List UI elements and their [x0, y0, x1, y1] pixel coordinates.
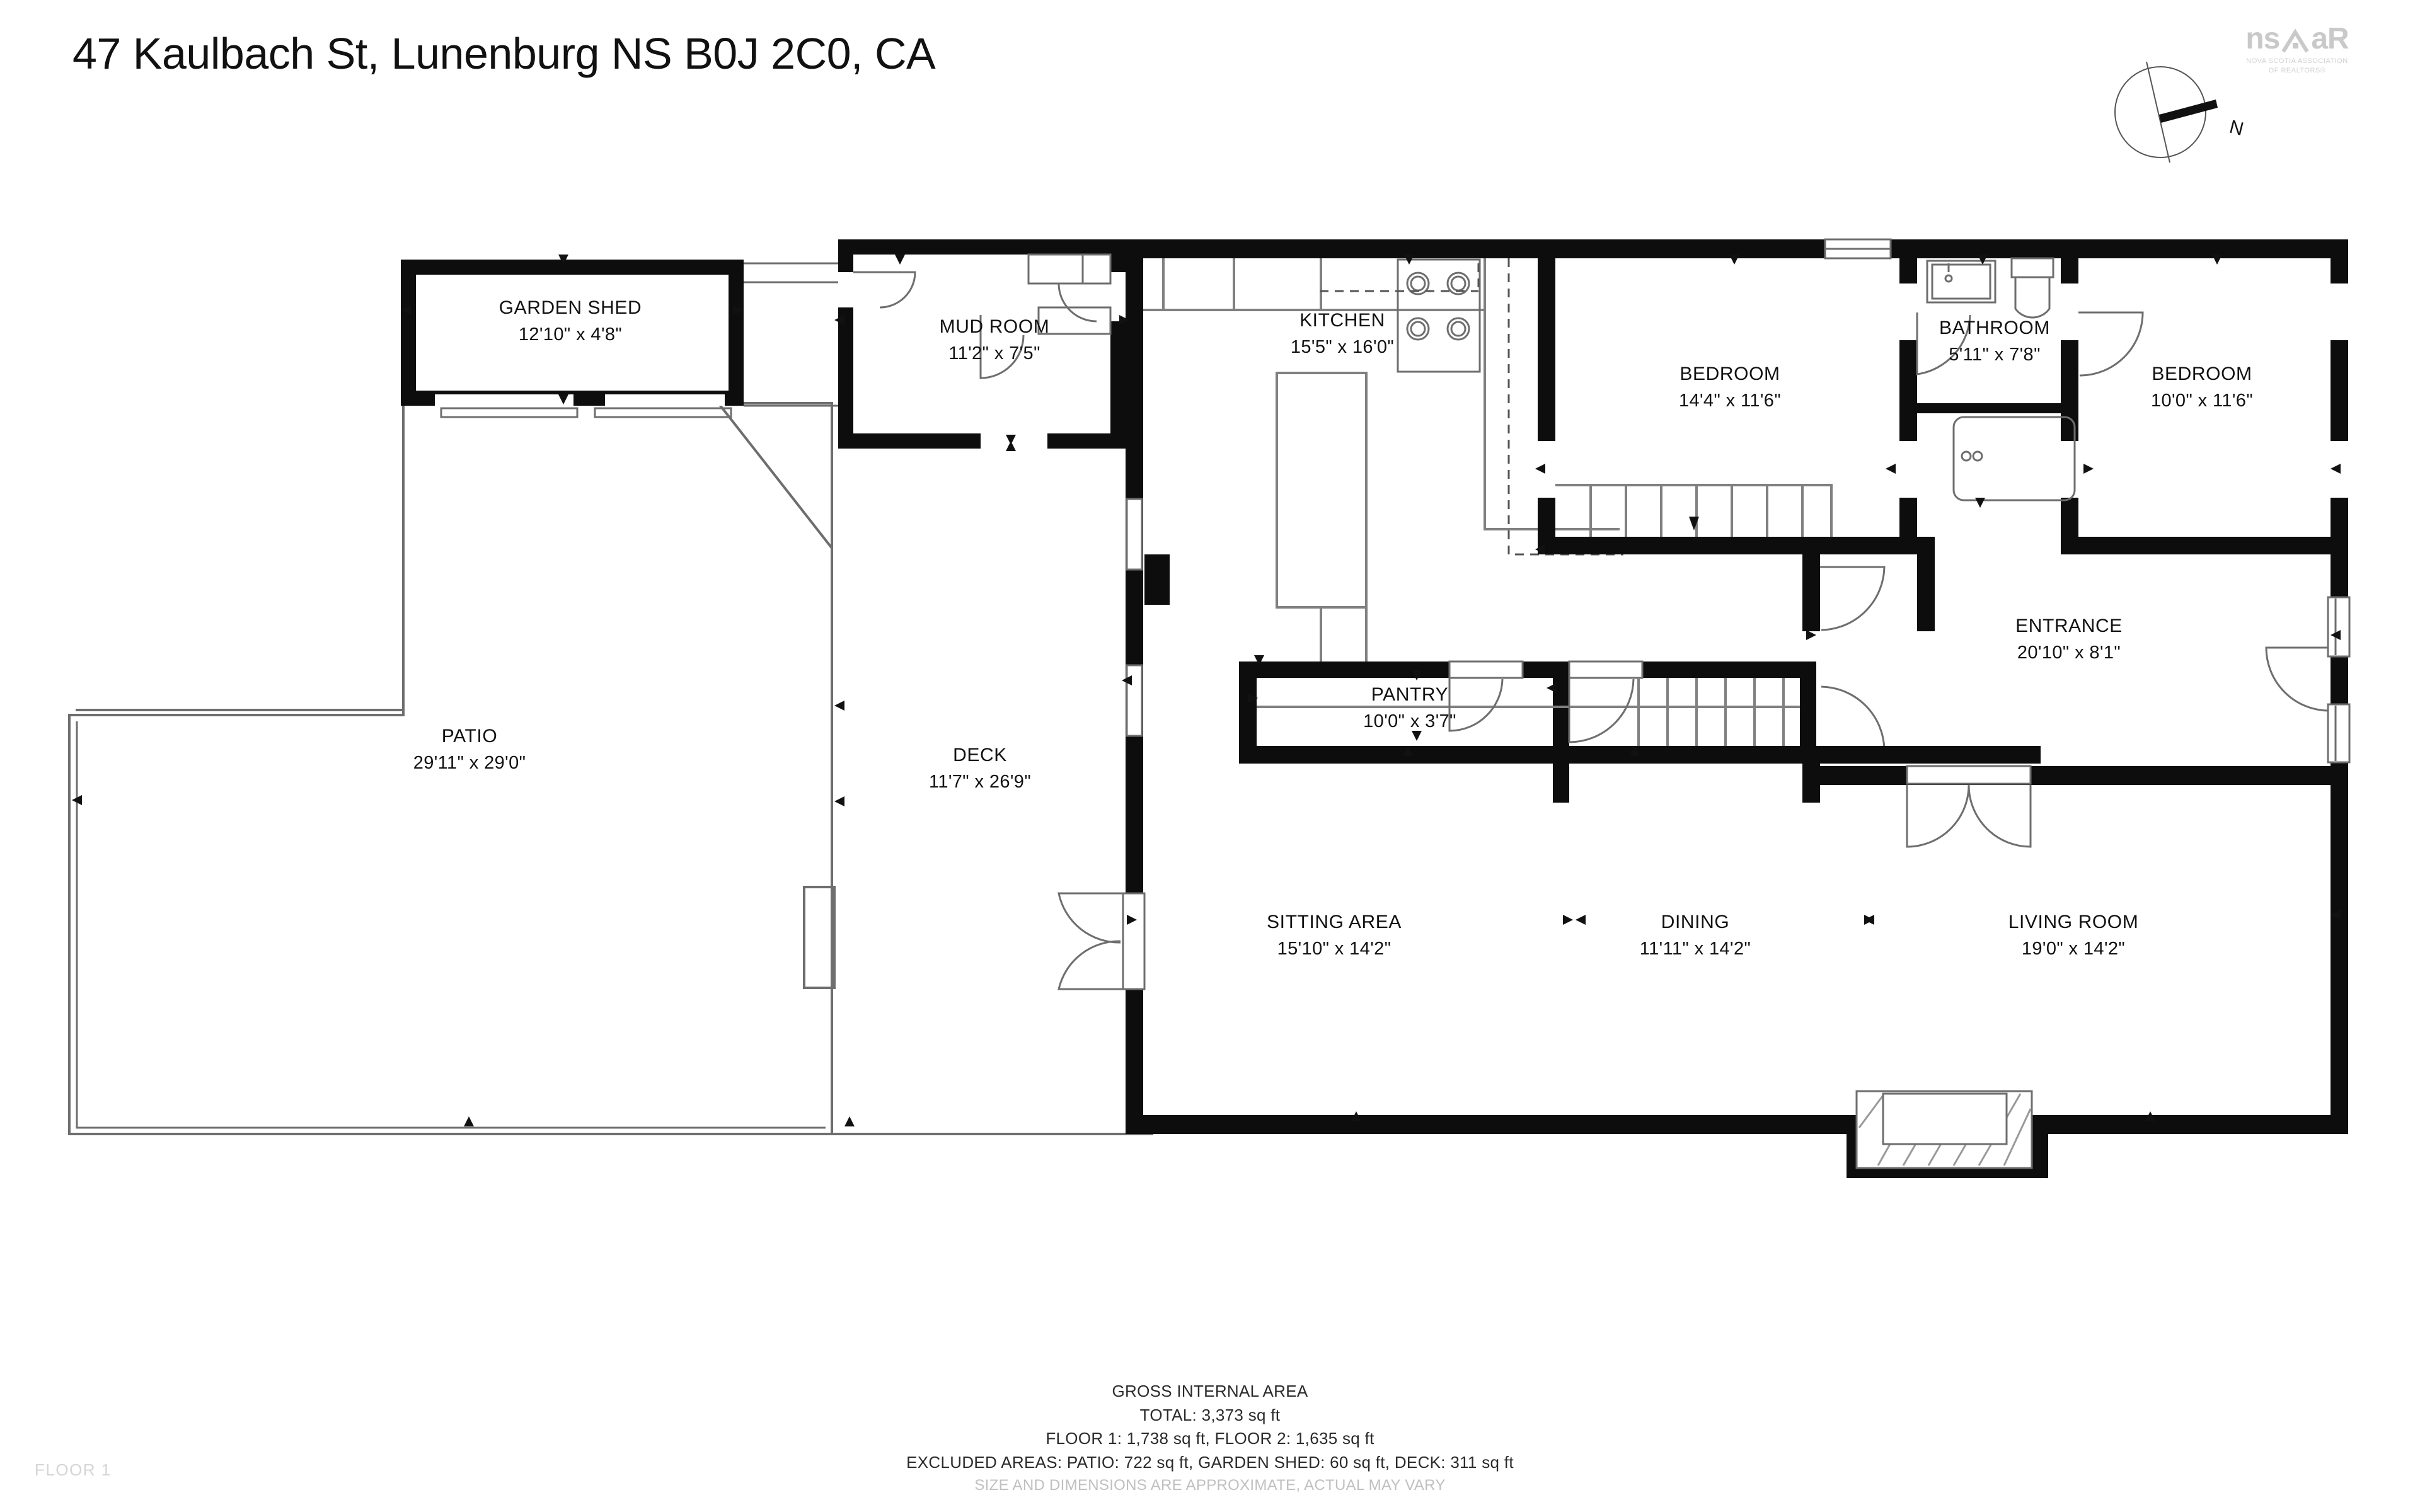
entrance-walls — [1802, 554, 2348, 803]
height-markers — [72, 255, 2341, 1126]
entrance-double-door — [1906, 765, 2032, 848]
room-label-bedroom-1: BEDROOM — [1680, 364, 1780, 384]
logo-wordmark: ns aR — [2212, 24, 2382, 54]
entrance-right-windows — [2327, 596, 2351, 764]
room-dim-kitchen: 15'5" x 16'0" — [1291, 337, 1394, 357]
area-heading: GROSS INTERNAL AREA — [1112, 1382, 1308, 1400]
room-label-kitchen: KITCHEN — [1299, 310, 1385, 331]
stair-run-bedroom — [1555, 484, 1833, 537]
room-label-deck: DECK — [953, 745, 1007, 765]
room-dim-mud-room: 11'2" x 7'5" — [948, 343, 1040, 364]
room-dim-patio: 29'11" x 29'0" — [413, 753, 526, 773]
kitchen-island — [1276, 372, 1368, 672]
deck-door-window-slots — [1122, 498, 1146, 990]
fireplace-hearth — [1847, 1090, 2048, 1178]
room-label-mud-room: MUD ROOM — [940, 316, 1050, 337]
top-wall-window — [1824, 238, 1892, 260]
bathroom-sink-icon — [1926, 260, 1997, 304]
area-total: TOTAL: 3,373 sq ft — [1139, 1405, 1281, 1424]
room-dim-entrance: 20'10" x 8'1" — [2017, 643, 2121, 663]
wall-stub — [1144, 554, 1170, 605]
compass-rose: N — [2114, 61, 2245, 163]
room-dim-deck: 11'7" x 26'9" — [929, 772, 1031, 792]
entry-stair-run — [1637, 678, 1785, 746]
room-label-living-room: LIVING ROOM — [2008, 912, 2139, 932]
area-disclaimer: SIZE AND DIMENSIONS ARE APPROXIMATE, ACT… — [974, 1476, 1446, 1494]
room-dim-bathroom: 5'11" x 7'8" — [1949, 345, 2041, 365]
deck-french-doors — [1057, 892, 1123, 990]
bathroom-toilet-icon — [2010, 257, 2054, 319]
logo-text-right: aR — [2311, 22, 2349, 55]
kitchen-counters — [1143, 258, 1620, 530]
deck-outline — [717, 402, 1153, 1135]
room-label-bathroom: BATHROOM — [1939, 318, 2050, 338]
kitchen-dashed-guides — [1320, 258, 1623, 556]
room-label-sitting-area: SITTING AREA — [1267, 912, 1402, 932]
pantry-door-swings — [1448, 660, 1644, 743]
bathroom-door-swings — [1916, 311, 2144, 377]
room-labels: GARDEN SHED 12'10" x 4'8" MUD ROOM 11'2"… — [413, 297, 2253, 959]
garden-shed-walls — [401, 260, 744, 406]
mud-room-fixtures — [1027, 253, 1112, 335]
kitchen-cooktop-icon — [1397, 258, 1481, 373]
room-label-entrance: ENTRANCE — [2015, 616, 2123, 636]
room-label-patio: PATIO — [442, 726, 498, 747]
wall-divider-stubs — [1545, 764, 1569, 1134]
logo-subtitle: NOVA SCOTIA ASSOCIATION OF REALTORS® — [2212, 57, 2382, 76]
room-label-bedroom-2: BEDROOM — [2152, 364, 2252, 384]
room-label-dining: DINING — [1661, 912, 1730, 932]
room-dim-pantry: 10'0" x 3'7" — [1363, 711, 1456, 731]
area-floors: FLOOR 1: 1,738 sq ft, FLOOR 2: 1,635 sq … — [1046, 1429, 1374, 1448]
bathroom-bathtub-icon — [1952, 416, 2076, 501]
house-roof-icon — [2281, 28, 2309, 53]
mud-room-door-swings — [853, 271, 1110, 379]
room-label-garden-shed: GARDEN SHED — [499, 297, 642, 318]
floor-tag: FLOOR 1 — [35, 1460, 112, 1479]
room-dim-bedroom-2: 10'0" x 11'6" — [2151, 391, 2253, 411]
area-summary: GROSS INTERNAL AREA TOTAL: 3,373 sq ft F… — [0, 1380, 2420, 1497]
patio-inner-edge — [76, 721, 826, 1129]
stair-direction-arrow — [1689, 517, 1699, 530]
logo-subtitle-line1: NOVA SCOTIA ASSOCIATION — [2246, 57, 2348, 65]
room-dim-living-room: 19'0" x 14'2" — [2022, 939, 2125, 959]
area-excluded: EXCLUDED AREAS: PATIO: 722 sq ft, GARDEN… — [906, 1453, 1514, 1472]
logo-subtitle-line2: OF REALTORS® — [2268, 66, 2326, 74]
garden-shed-connector-lines — [744, 262, 843, 407]
entrance-door-swings — [1820, 566, 2331, 751]
room-dim-dining: 11'11" x 14'2" — [1640, 939, 1751, 959]
page-title: 47 Kaulbach St, Lunenburg NS B0J 2C0, CA — [72, 29, 936, 78]
room-dim-garden-shed: 12'10" x 4'8" — [519, 324, 622, 345]
room-label-pantry: PANTRY — [1371, 684, 1449, 705]
room-dim-bedroom-1: 14'4" x 11'6" — [1679, 391, 1781, 411]
room-dim-sitting-area: 15'10" x 14'2" — [1277, 939, 1392, 959]
nsar-logo: ns aR NOVA SCOTIA ASSOCIATION OF REALTOR… — [2212, 24, 2382, 76]
main-house-walls — [1126, 239, 2348, 1134]
pantry-walls — [1239, 662, 2041, 801]
garden-shed-door-sill — [440, 407, 732, 418]
logo-text-left: ns — [2245, 22, 2280, 55]
